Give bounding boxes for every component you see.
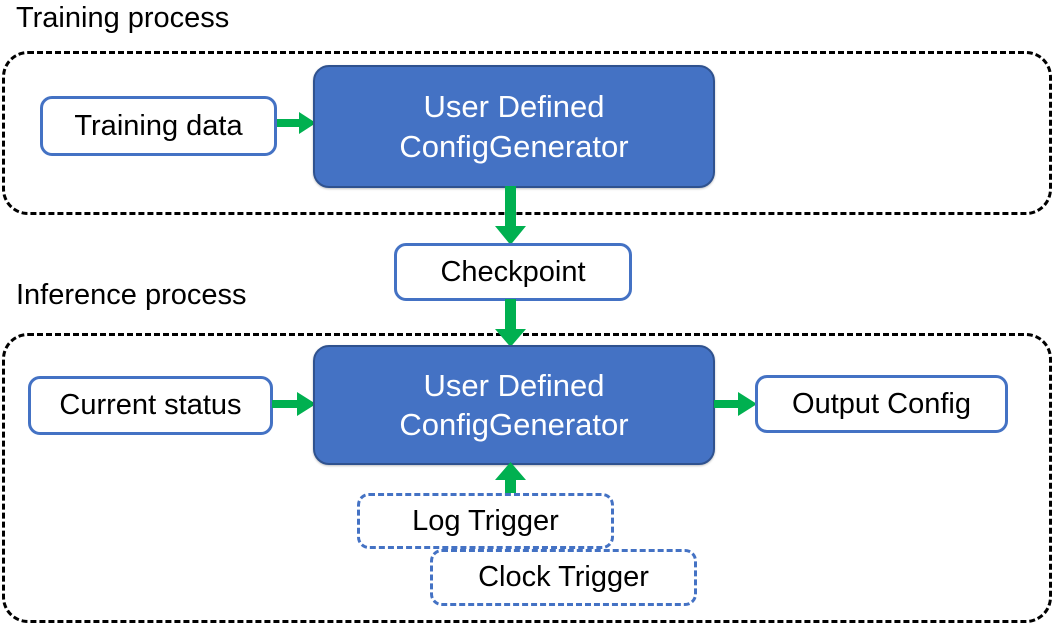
arrow-generator-to-output-config xyxy=(714,390,758,418)
log-trigger-label: Log Trigger xyxy=(412,504,559,537)
training-data-label: Training data xyxy=(74,109,243,142)
log-trigger-box[interactable]: Log Trigger xyxy=(357,493,614,549)
training-process-container xyxy=(2,51,1052,215)
training-config-generator-box[interactable]: User Defined ConfigGenerator xyxy=(313,65,715,188)
training-generator-label-line1: User Defined xyxy=(423,89,605,125)
inference-process-container xyxy=(2,333,1052,623)
current-status-box[interactable]: Current status xyxy=(28,376,273,435)
output-config-label: Output Config xyxy=(792,387,971,420)
inference-generator-label-line1: User Defined xyxy=(423,367,605,403)
inference-config-generator-box[interactable]: User Defined ConfigGenerator xyxy=(313,345,715,465)
clock-trigger-box[interactable]: Clock Trigger xyxy=(430,549,697,606)
checkpoint-box[interactable]: Checkpoint xyxy=(394,243,632,301)
arrow-trigger-to-generator xyxy=(494,462,527,504)
clock-trigger-label: Clock Trigger xyxy=(478,561,649,593)
checkpoint-label: Checkpoint xyxy=(440,255,586,288)
arrow-checkpoint-to-generator xyxy=(494,299,527,348)
inference-generator-label-line2: ConfigGenerator xyxy=(399,407,629,442)
current-status-label: Current status xyxy=(59,389,242,421)
arrow-training-data-to-generator xyxy=(277,110,317,136)
training-process-caption: Training process xyxy=(16,2,230,34)
output-config-box[interactable]: Output Config xyxy=(755,375,1008,433)
training-generator-label-line2: ConfigGenerator xyxy=(399,128,629,164)
inference-process-caption: Inference process xyxy=(16,279,247,311)
training-data-box[interactable]: Training data xyxy=(40,96,277,156)
arrow-current-status-to-generator xyxy=(272,390,317,418)
arrow-generator-to-checkpoint xyxy=(494,186,527,246)
